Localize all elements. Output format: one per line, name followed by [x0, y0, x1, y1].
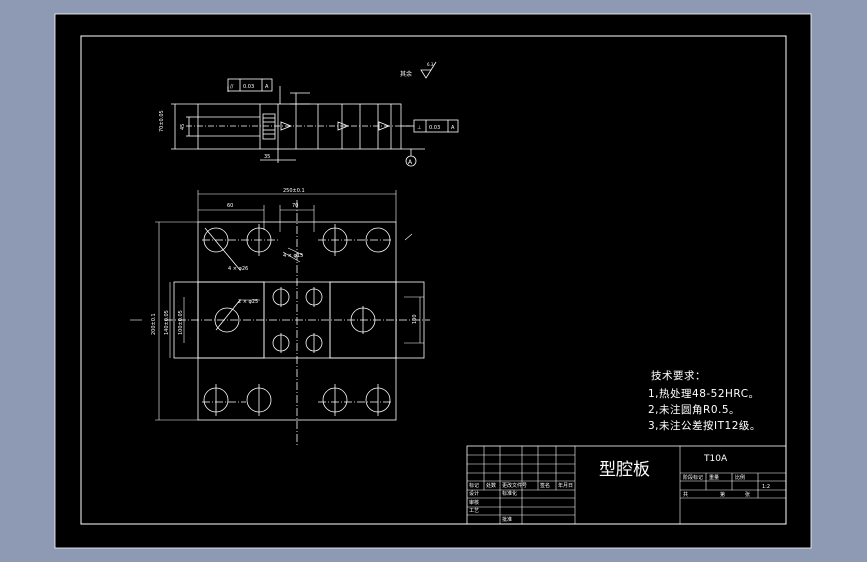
surface-finish: 其余 6.3 [400, 61, 437, 79]
plan-view [165, 200, 430, 446]
tech-note-item: 1,热处理48-52HRC。 [648, 387, 760, 400]
tb-date: 年月日 [558, 482, 573, 489]
title-block [466, 445, 787, 525]
surface-finish-label: 其余 [400, 70, 412, 78]
plan-dimensions [130, 190, 424, 421]
tb-change-doc: 更改文件号 [502, 482, 527, 489]
tb-marks: 标记 [469, 482, 479, 489]
dim-inner-b: 100±0.05 [178, 310, 184, 335]
flatness-datum: A [451, 125, 455, 131]
tech-note-item: 2,未注圆角R0.5。 [648, 403, 740, 416]
dim-left-offset: 60 [227, 203, 233, 209]
dim-overall-width: 250±0.1 [283, 188, 305, 194]
technical-notes: 技术要求： 1,热处理48-52HRC。 2,未注圆角R0.5。 3,未注公差按… [648, 369, 761, 432]
tech-note-item: 3,未注公差按IT12级。 [648, 419, 761, 432]
tb-check: 审核 [469, 499, 479, 506]
hole [203, 227, 229, 253]
section-view [171, 86, 425, 167]
tb-standard: 标准化 [502, 490, 517, 497]
callout-counterbore-3: 4 × φ15 [283, 253, 303, 259]
bolt-holes [203, 224, 391, 416]
tb-scale-value: 1:2 [762, 484, 770, 490]
material-label: T10A [703, 454, 728, 464]
tb-stage: 阶段标记 [683, 474, 703, 481]
tb-zhang: 张 [745, 491, 750, 498]
flatness-symbol: ⊥ [417, 125, 421, 131]
tb-count: 处数 [486, 482, 496, 489]
dim-center-offset: 70 [292, 203, 298, 209]
drawing-sheet [54, 13, 812, 549]
tb-weight: 重量 [709, 474, 719, 481]
tb-sign: 签名 [540, 482, 550, 489]
parallelism-value: 0.03 [243, 84, 254, 90]
title-block-text: 型腔板 T10A 标记 处数 更改文件号 签名 年月日 设计 标准化 审核 工艺… [469, 454, 770, 523]
tb-process: 工艺 [469, 508, 479, 514]
surface-finish-value: 6.3 [427, 62, 434, 67]
tb-approve: 批准 [502, 516, 512, 523]
tb-designer: 设计 [469, 490, 479, 497]
side-dim-a: 70±0.05 [159, 110, 165, 132]
tb-scale: 比例 [735, 474, 745, 481]
dim-overall-height: 200±0.1 [151, 313, 157, 335]
tb-sheet: 第 [720, 491, 725, 498]
callout-counterbore-1: 4 × φ26 [228, 266, 248, 272]
side-dim-c: 35 [264, 154, 270, 160]
dim-slot-height: 100 [412, 314, 418, 324]
parallelism-frame: // 0.03 A [227, 78, 273, 92]
tb-sheets: 共 [683, 491, 688, 498]
hole [365, 227, 391, 253]
drawing-frame [80, 35, 787, 525]
flatness-frame: ⊥ 0.03 A [413, 119, 459, 133]
parallelism-datum: A [265, 84, 269, 90]
dim-inner-a: 140±0.05 [164, 310, 170, 335]
datum-a-label: A [408, 159, 413, 166]
drawing-title: 型腔板 [599, 460, 650, 480]
flatness-value: 0.03 [429, 125, 440, 131]
callout-counterbore-2: 2 × φ25 [238, 299, 258, 305]
parallelism-symbol: // [230, 84, 234, 90]
hole [214, 307, 240, 333]
tech-notes-heading: 技术要求： [651, 369, 706, 382]
side-dim-b: 45 [180, 124, 186, 130]
